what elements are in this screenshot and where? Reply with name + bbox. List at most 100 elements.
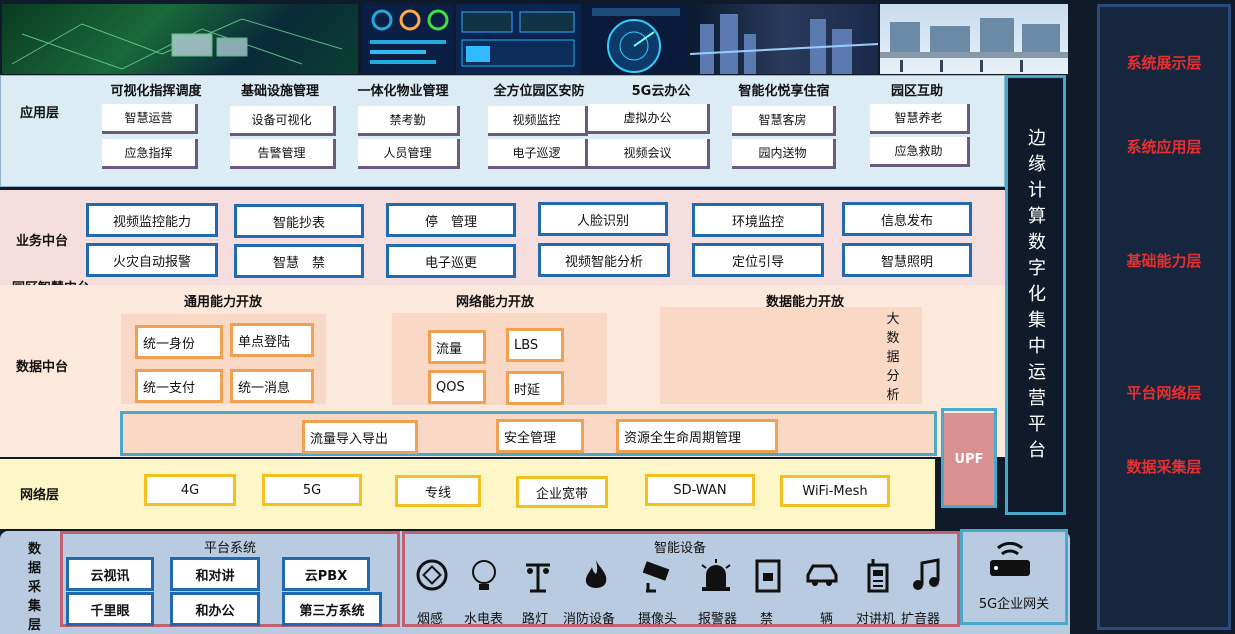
biz-capability[interactable]: 信息发布 (842, 202, 972, 236)
legend-label: 系统应用层 (1126, 138, 1202, 156)
data-capability-title: 数据能力开放 (765, 295, 844, 310)
legend-label: 系统展示层 (1126, 54, 1202, 72)
streetlight-icon (520, 557, 556, 593)
music-icon (908, 557, 944, 593)
bigdata-analysis-label: 大数据分析 (886, 312, 900, 403)
platform-system-item[interactable]: 千里眼 (66, 592, 154, 626)
app-category-title: 一体化物业管理 (357, 84, 449, 99)
platform-system-title: 平台系统 (203, 541, 256, 556)
layer-legend-panel (1097, 4, 1231, 630)
general-capability-item[interactable]: 统一身份 (135, 325, 223, 359)
app-item[interactable]: 虚拟办公 (588, 104, 710, 134)
app-item[interactable]: 视频会议 (588, 139, 710, 169)
device-label: 路灯 (522, 612, 549, 627)
device-label: 水电表 (464, 612, 504, 627)
app-item[interactable]: 人员管理 (358, 139, 460, 169)
data-management-item[interactable]: 安全管理 (496, 419, 584, 453)
app-category-title: 园区互助 (890, 84, 943, 99)
network-type[interactable]: 企业宽带 (516, 476, 608, 508)
device-label: 扩音器 (901, 612, 941, 627)
data-collection-label: 数据采集层 (28, 542, 42, 633)
network-capability-panel (392, 313, 607, 405)
app-item[interactable]: 设备可视化 (230, 106, 336, 136)
meter-icon (466, 557, 502, 593)
biz-capability[interactable]: 视频智能分析 (538, 243, 670, 277)
app-item[interactable]: 园内送物 (732, 139, 836, 169)
edge-platform-label: 边缘计算数字化集中运营平台 (1028, 128, 1046, 461)
network-capability-item[interactable]: 时延 (506, 371, 564, 405)
app-category-title: 可视化指挥调度 (110, 84, 202, 99)
biz-capability[interactable]: 火灾自动报警 (86, 243, 218, 277)
app-item[interactable]: 智慧养老 (870, 104, 970, 134)
screenshot-campus (880, 4, 1068, 74)
device-label: 禁 (760, 612, 774, 627)
app-item[interactable]: 禁考勤 (358, 106, 460, 136)
network-type[interactable]: 5G (262, 474, 362, 506)
platform-system-item[interactable]: 和办公 (170, 592, 260, 626)
general-capability-item[interactable]: 统一消息 (230, 369, 314, 403)
app-item[interactable]: 智慧运营 (102, 104, 198, 134)
smoke-sensor-icon (414, 557, 450, 593)
car-icon (804, 557, 840, 593)
general-capability-title: 通用能力开放 (183, 295, 262, 310)
application-layer-label: 应用层 (20, 106, 60, 121)
device-label: 对讲机 (856, 612, 896, 627)
legend-label: 基础能力层 (1126, 252, 1202, 270)
router-icon (988, 541, 1032, 578)
gateway-label: 5G企业网关 (978, 597, 1050, 612)
app-item[interactable]: 告警管理 (230, 139, 336, 169)
biz-capability[interactable]: 智能抄表 (234, 204, 364, 238)
data-management-item[interactable]: 流量导入导出 (302, 420, 418, 454)
general-capability-item[interactable]: 单点登陆 (230, 323, 314, 357)
biz-capability[interactable]: 定位引导 (692, 243, 824, 277)
platform-system-item[interactable]: 第三方系统 (282, 592, 382, 626)
biz-capability[interactable]: 停 管理 (386, 203, 516, 237)
app-item[interactable]: 电子巡逻 (488, 139, 588, 169)
screenshot-city (690, 4, 878, 74)
network-capability-item[interactable]: LBS (506, 328, 564, 362)
fire-icon (578, 557, 614, 593)
app-item[interactable]: 视频监控 (488, 106, 588, 136)
app-category-title: 5G云办公 (631, 84, 691, 99)
app-category-title: 全方位园区安防 (493, 84, 585, 99)
network-type[interactable]: 4G (144, 474, 236, 506)
biz-capability[interactable]: 电子巡更 (386, 244, 516, 278)
screenshot-3d-park (2, 4, 358, 74)
screenshot-dashboard-2 (456, 4, 581, 74)
network-layer-label: 网络层 (20, 488, 60, 503)
biz-capability[interactable]: 视频监控能力 (86, 203, 218, 237)
platform-system-item[interactable]: 云PBX (282, 557, 370, 591)
platform-system-item[interactable]: 云视讯 (66, 557, 154, 591)
app-category-title: 智能化悦享住宿 (738, 84, 830, 99)
biz-capability[interactable]: 环境监控 (692, 203, 824, 237)
screenshot-radar (584, 4, 688, 74)
app-item[interactable]: 智慧客房 (732, 106, 836, 136)
device-label: 报警器 (698, 612, 738, 627)
network-type[interactable]: WiFi-Mesh (780, 475, 890, 507)
network-type[interactable]: SD-WAN (645, 474, 755, 506)
upf-box[interactable]: UPF (944, 413, 994, 505)
alarm-icon (698, 557, 734, 593)
network-capability-item[interactable]: 流量 (428, 330, 486, 364)
biz-capability[interactable]: 人脸识别 (538, 202, 668, 236)
smart-device-panel (402, 531, 960, 627)
app-item[interactable]: 应急指挥 (102, 139, 198, 169)
platform-system-item[interactable]: 和对讲 (170, 557, 260, 591)
walkie-talkie-icon (860, 557, 896, 593)
app-category-title: 基础设施管理 (240, 84, 319, 99)
device-label: 摄像头 (638, 612, 678, 627)
network-type[interactable]: 专线 (395, 475, 481, 507)
legend-label: 数据采集层 (1126, 458, 1202, 476)
app-item[interactable]: 应急救助 (870, 137, 970, 167)
data-platform-label: 数据中台 (16, 360, 69, 375)
general-capability-item[interactable]: 统一支付 (135, 369, 223, 403)
business-platform-label: 业务中台 (16, 234, 69, 249)
biz-capability[interactable]: 智慧照明 (842, 243, 972, 277)
biz-capability[interactable]: 智慧 禁 (234, 244, 364, 278)
network-capability-item[interactable]: QOS (428, 370, 486, 404)
data-management-item[interactable]: 资源全生命周期管理 (616, 419, 778, 453)
smart-device-title: 智能设备 (653, 541, 706, 556)
device-label: 烟感 (417, 612, 444, 627)
legend-label: 平台网络层 (1126, 384, 1202, 402)
device-label: 消防设备 (563, 612, 616, 627)
